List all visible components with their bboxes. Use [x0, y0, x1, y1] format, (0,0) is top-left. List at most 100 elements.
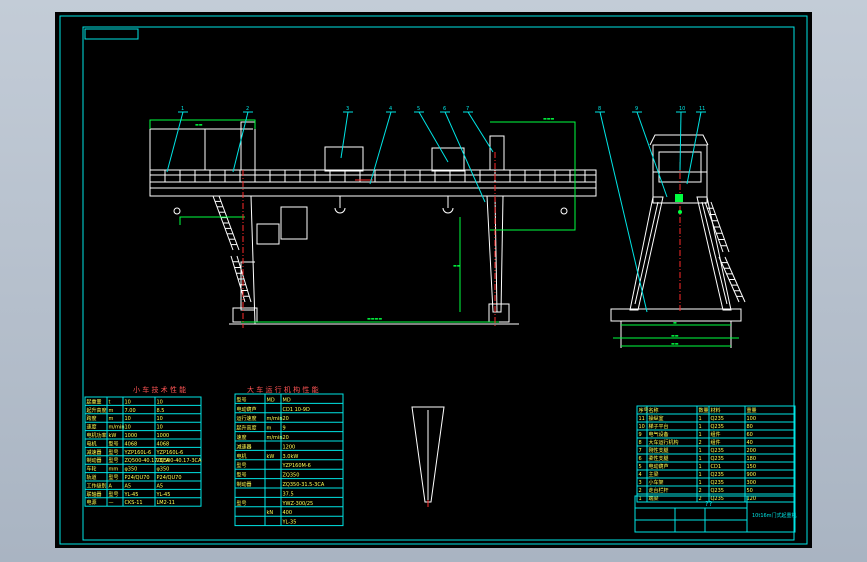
table-cell: 2 — [699, 440, 702, 446]
table-cell: 1 — [699, 480, 702, 486]
table-cell: CD1 10-9D — [283, 407, 310, 413]
table-cell: 6 — [639, 456, 642, 462]
svg-text:▬▬▬▬: ▬▬▬▬ — [367, 316, 382, 321]
table-cell: 120 — [747, 496, 757, 502]
table-cell: YWZ-300/25 — [282, 501, 314, 507]
table-cell: 轨道 — [87, 474, 97, 481]
callout-6: 6 — [440, 106, 486, 203]
table-cell: 减速器 — [87, 449, 102, 456]
table-cell: 车轮 — [87, 466, 97, 473]
callout-11: 11 — [686, 106, 706, 185]
table-cell: MD — [267, 397, 275, 403]
table-cell: 400 — [283, 510, 293, 516]
table-cell: 80 — [747, 424, 753, 430]
table-cell: YZP160L-6 — [124, 450, 152, 456]
table-cell: 60 — [747, 432, 753, 438]
table-cell: P24/QU70 — [125, 475, 150, 481]
table-cell: 组件 — [711, 431, 721, 438]
table-cell: 型号 — [109, 457, 119, 464]
table-cell: 1 — [699, 472, 702, 478]
table-cell: Q235 — [711, 496, 724, 502]
table-cell: 300 — [747, 480, 757, 486]
table-cell: 1 — [699, 424, 702, 430]
table-cell: 电动葫芦 — [649, 463, 669, 470]
table-cell: LM2-11 — [157, 500, 175, 506]
table-cell: 型号 — [237, 472, 247, 479]
table-cell: 9 — [639, 432, 642, 438]
table-cell: YL-35 — [282, 520, 297, 526]
table-cell: t — [109, 399, 111, 405]
callout-label: 11 — [699, 106, 705, 112]
callout-label: 1 — [181, 106, 184, 112]
table-cell: 2 — [699, 488, 702, 494]
drawing-number: 10t16m门式起重机 — [752, 512, 797, 519]
svg-text:▬▬: ▬▬ — [195, 122, 203, 127]
table-cell: 7 — [639, 448, 642, 454]
callout-3: 3 — [340, 106, 353, 159]
table-cell: 10 — [125, 425, 131, 431]
table-cell: Q235 — [711, 472, 724, 478]
table-cell: 20 — [283, 435, 289, 441]
table-cell: 电源 — [87, 499, 97, 506]
table-cell: 11 — [639, 416, 645, 422]
table-cell: ZQ350 — [283, 473, 300, 479]
table-cell: 起升高度 — [237, 425, 257, 432]
table-cell: 运行速度 — [237, 415, 257, 422]
table-cell: 180 — [747, 456, 757, 462]
outer-frame — [59, 15, 808, 545]
table-cell: — — [109, 500, 114, 506]
table-cell: 3.0kW — [283, 454, 299, 460]
table-cell: Q235 — [711, 416, 724, 422]
table-cell: 起升高度 — [87, 407, 107, 414]
table-cell: Q235 — [711, 456, 724, 462]
table-cell: m/min — [267, 435, 283, 441]
table-cell: 10 — [157, 416, 163, 422]
svg-text:▬▬: ▬▬ — [671, 333, 679, 338]
inner-frame — [82, 26, 795, 541]
table-cell: 10 — [157, 399, 163, 405]
table-cell: 电动葫芦 — [237, 406, 257, 413]
callout-label: 9 — [635, 106, 638, 112]
table-cell: 20 — [283, 416, 289, 422]
callout-label: 2 — [246, 106, 249, 112]
table-cell: 型号 — [109, 491, 119, 498]
table-cell: 型号 — [237, 500, 247, 507]
table-cell: 跨度 — [87, 415, 97, 422]
front-elevation: ▬▬ ▬▬▬ ▬▬▬▬ ▬▬ — [149, 116, 597, 328]
table-cell: 1 — [699, 448, 702, 454]
table-cell: 端梁 — [649, 495, 659, 502]
callout-label: 8 — [598, 106, 601, 112]
table-cell: mm — [109, 467, 119, 473]
table-cell: m — [109, 408, 114, 414]
table-cell: 速度 — [237, 434, 247, 441]
callout-7: 7 — [463, 106, 494, 153]
table-cell: m — [109, 416, 114, 422]
table-cell: YL-45 — [156, 492, 171, 498]
table-cell: 40 — [747, 440, 753, 446]
table-cell: 主梁 — [649, 471, 659, 478]
table-cell: 工作级别 — [87, 482, 107, 489]
table-cell: ZQ350-31.5-3CA — [283, 482, 325, 488]
table-cell: 型号 — [237, 396, 247, 403]
table-cell: 制动器 — [87, 457, 102, 464]
table-cell: φ350 — [157, 467, 170, 473]
table-cell: 减速器 — [237, 443, 252, 450]
table-cell: 3 — [639, 480, 642, 486]
table-cell: Q235 — [711, 424, 724, 430]
drawing-name: ?? — [705, 500, 713, 508]
callout-label: 3 — [346, 106, 349, 112]
table-cell: 刚性支腿 — [649, 447, 669, 454]
table-cell: MD — [283, 397, 291, 403]
table-cell: 速度 — [87, 424, 97, 431]
table-cell: Q235 — [711, 488, 724, 494]
table-cell: 50 — [747, 488, 753, 494]
right-table-title: 大 车 运 行 机 构 性 能 — [247, 385, 319, 394]
callout-9: 9 — [632, 106, 668, 198]
table-cell: CKS-11 — [125, 500, 143, 506]
side-elevation: ▬ ▬▬ ▬▬ — [610, 134, 746, 348]
